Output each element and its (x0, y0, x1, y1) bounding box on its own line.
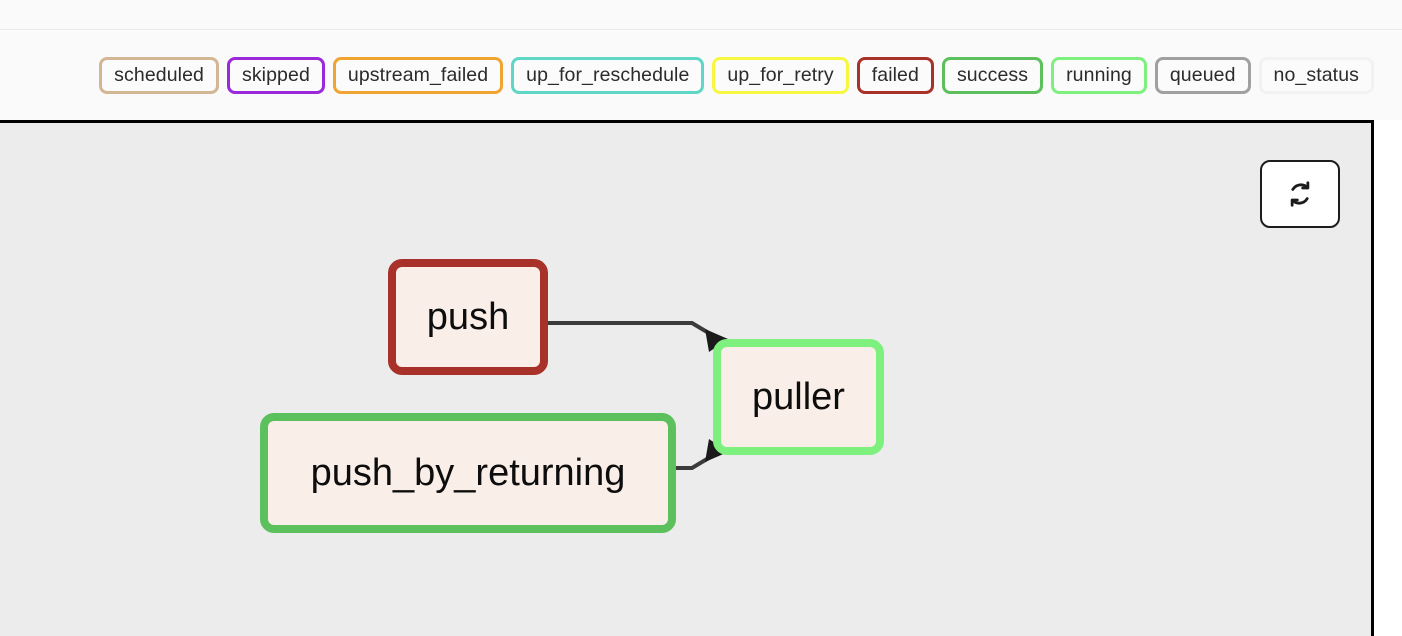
legend-chip-no_status[interactable]: no_status (1258, 57, 1374, 94)
task-status-legend: scheduled skipped upstream_failed up_for_re… (0, 31, 1402, 120)
legend-chip-label: up_for_reschedule (526, 63, 690, 86)
refresh-button[interactable] (1260, 160, 1340, 228)
legend-chip-up_for_retry[interactable]: up_for_retry (712, 57, 849, 94)
legend-chip-label: up_for_retry (727, 63, 834, 86)
legend-chip-success[interactable]: success (941, 57, 1044, 94)
top-strip (0, 0, 1402, 30)
legend-chip-upstream_failed[interactable]: upstream_failed (332, 57, 504, 94)
edge-push-to-puller (548, 321, 714, 337)
legend-chip-label: failed (871, 63, 919, 86)
legend-chip-skipped[interactable]: skipped (226, 57, 325, 94)
edge-push-by-returning-to-puller (676, 454, 714, 470)
legend-chip-label: success (956, 63, 1029, 86)
dag-graph-canvas[interactable]: push push_by_returning puller (0, 120, 1374, 636)
graph-node-label: push_by_returning (310, 452, 626, 494)
legend-chip-queued[interactable]: queued (1154, 57, 1251, 94)
legend-chip-scheduled[interactable]: scheduled (99, 57, 219, 94)
graph-node-puller[interactable]: puller (713, 339, 884, 455)
arrowhead-push-to-puller (705, 329, 728, 352)
legend-chip-up_for_reschedule[interactable]: up_for_reschedule (511, 57, 705, 94)
graph-node-push[interactable]: push (388, 259, 548, 375)
graph-node-label: push (426, 296, 510, 338)
legend-chip-label: queued (1169, 63, 1236, 86)
graph-node-push-by-returning[interactable]: push_by_returning (260, 413, 676, 533)
legend-chip-label: upstream_failed (347, 63, 489, 86)
legend-chip-failed[interactable]: failed (856, 57, 934, 94)
legend-chip-list: scheduled skipped upstream_failed up_for_re… (99, 57, 1374, 94)
legend-chip-running[interactable]: running (1051, 57, 1147, 94)
graph-node-label: puller (752, 376, 845, 418)
graph-edges (548, 321, 728, 470)
legend-chip-label: skipped (241, 63, 310, 86)
legend-chip-label: scheduled (114, 63, 204, 86)
legend-chip-label: running (1066, 63, 1132, 86)
legend-chip-label: no_status (1273, 63, 1359, 86)
refresh-icon (1284, 178, 1316, 210)
